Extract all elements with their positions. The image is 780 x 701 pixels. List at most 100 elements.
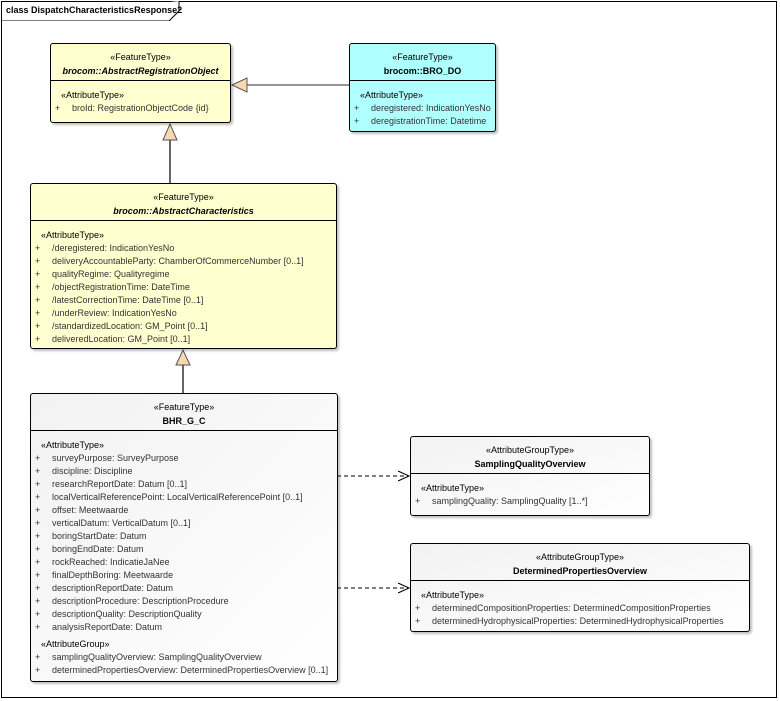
attribute-text: /deregistered: IndicationYesNo xyxy=(52,243,175,253)
visibility-marker: + xyxy=(55,103,61,113)
section-stereotype: «AttributeType» xyxy=(61,90,125,100)
visibility-marker: + xyxy=(35,269,41,279)
attribute-section: «AttributeType» + samplingQuality: Sampl… xyxy=(411,482,649,508)
dependency-bhr-to-sqo[interactable] xyxy=(337,470,411,482)
attribute-text: verticalDatum: VerticalDatum [0..1] xyxy=(52,518,191,528)
class-header: «FeatureType» brocom::AbstractCharacteri… xyxy=(31,184,336,221)
class-abstract-characteristics[interactable]: «FeatureType» brocom::AbstractCharacteri… xyxy=(30,183,337,349)
class-stereotype: «AttributeGroupType» xyxy=(535,552,625,562)
attribute-row[interactable]: + surveyPurpose: SurveyPurpose xyxy=(31,452,337,465)
attribute-row[interactable]: + finalDepthBoring: Meetwaarde xyxy=(31,569,337,582)
visibility-marker: + xyxy=(35,544,41,554)
class-header: «FeatureType» brocom::BRO_DO xyxy=(350,44,495,81)
attribute-row[interactable]: + /objectRegistrationTime: DateTime xyxy=(31,281,336,294)
visibility-marker: + xyxy=(35,583,41,593)
attribute-text: descriptionProcedure: DescriptionProcedu… xyxy=(52,596,229,606)
generalization-bhr-to-ac[interactable] xyxy=(175,348,191,393)
class-body: «AttributeType» + determinedCompositionP… xyxy=(411,581,749,628)
attribute-text: researchReportDate: Datum [0..1] xyxy=(52,479,188,489)
attribute-row[interactable]: + descriptionQuality: DescriptionQuality xyxy=(31,608,337,621)
visibility-marker: + xyxy=(35,505,41,515)
class-header: «AttributeGroupType» DeterminedPropertie… xyxy=(411,544,749,581)
attribute-row[interactable]: + deliveredLocation: GM_Point [0..1] xyxy=(31,333,336,346)
attribute-text: offset: Meetwaarde xyxy=(52,505,129,515)
class-body: «AttributeType» + deregistered: Indicati… xyxy=(350,81,495,128)
attribute-row[interactable]: + broId: RegistrationObjectCode {id} xyxy=(51,102,230,115)
class-determined-properties-overview[interactable]: «AttributeGroupType» DeterminedPropertie… xyxy=(410,543,750,632)
attribute-row[interactable]: + determinedHydrophysicalProperties: Det… xyxy=(411,615,749,628)
visibility-marker: + xyxy=(35,665,41,675)
attribute-row[interactable]: + verticalDatum: VerticalDatum [0..1] xyxy=(31,517,337,530)
class-name: BHR_G_C xyxy=(162,416,206,426)
attribute-text: /underReview: IndicationYesNo xyxy=(52,308,177,318)
visibility-marker: + xyxy=(35,256,41,266)
attribute-row[interactable]: + offset: Meetwaarde xyxy=(31,504,337,517)
class-sampling-quality-overview[interactable]: «AttributeGroupType» SamplingQualityOver… xyxy=(410,436,650,516)
attribute-text: rockReached: IndicatieJaNee xyxy=(52,557,170,567)
attribute-row[interactable]: + deregistered: IndicationYesNo xyxy=(350,102,495,115)
class-name: brocom::AbstractCharacteristics xyxy=(113,206,254,216)
attribute-row[interactable]: + /underReview: IndicationYesNo xyxy=(31,307,336,320)
visibility-marker: + xyxy=(35,466,41,476)
visibility-marker: + xyxy=(35,518,41,528)
class-body: «AttributeType» + samplingQuality: Sampl… xyxy=(411,474,649,508)
class-stereotype: «AttributeGroupType» xyxy=(485,445,575,455)
class-abstract-registration-object[interactable]: «FeatureType» brocom::AbstractRegistrati… xyxy=(50,43,231,123)
attribute-text: boringStartDate: Datum xyxy=(52,531,147,541)
attribute-text: deliveryAccountableParty: ChamberOfComme… xyxy=(52,256,304,266)
class-body: «AttributeType» + surveyPurpose: SurveyP… xyxy=(31,431,337,677)
section-stereotype: «AttributeType» xyxy=(41,230,105,240)
section-stereotype: «AttributeType» xyxy=(41,440,105,450)
attribute-row[interactable]: + localVerticalReferencePoint: LocalVert… xyxy=(31,491,337,504)
attribute-text: broId: RegistrationObjectCode {id} xyxy=(72,103,209,113)
class-bro-do[interactable]: «FeatureType» brocom::BRO_DO «AttributeT… xyxy=(349,43,496,132)
attribute-section: «AttributeType» + determinedCompositionP… xyxy=(411,589,749,628)
visibility-marker: + xyxy=(354,103,360,113)
visibility-marker: + xyxy=(35,557,41,567)
class-stereotype: «FeatureType» xyxy=(153,402,215,412)
section-stereotype: «AttributeType» xyxy=(360,90,424,100)
visibility-marker: + xyxy=(35,652,41,662)
visibility-marker: + xyxy=(35,479,41,489)
attribute-row[interactable]: + researchReportDate: Datum [0..1] xyxy=(31,478,337,491)
attribute-text: determinedPropertiesOverview: Determined… xyxy=(52,665,329,675)
visibility-marker: + xyxy=(35,570,41,580)
class-stereotype: «FeatureType» xyxy=(110,52,171,62)
attribute-row[interactable]: + qualityRegime: Qualityregime xyxy=(31,268,336,281)
attribute-row[interactable]: + boringStartDate: Datum xyxy=(31,530,337,543)
attribute-row[interactable]: + deregistrationTime: Datetime xyxy=(350,115,495,128)
visibility-marker: + xyxy=(35,622,41,632)
attribute-row[interactable]: + determinedCompositionProperties: Deter… xyxy=(411,602,749,615)
attribute-section: «AttributeType» + deregistered: Indicati… xyxy=(350,89,495,128)
attribute-row[interactable]: + analysisReportDate: Datum xyxy=(31,621,337,634)
attribute-row[interactable]: + determinedPropertiesOverview: Determin… xyxy=(31,664,337,677)
attribute-row[interactable]: + samplingQualityOverview: SamplingQuali… xyxy=(31,651,337,664)
attribute-row[interactable]: + deliveryAccountableParty: ChamberOfCom… xyxy=(31,255,336,268)
visibility-marker: + xyxy=(35,609,41,619)
attribute-row[interactable]: + descriptionReportDate: Datum xyxy=(31,582,337,595)
attribute-text: finalDepthBoring: Meetwaarde xyxy=(52,570,174,580)
attribute-section: «AttributeType» + /deregistered: Indicat… xyxy=(31,229,336,346)
class-header: «FeatureType» BHR_G_C xyxy=(31,394,337,431)
class-bhr-g-c[interactable]: «FeatureType» BHR_G_C «AttributeType» + … xyxy=(30,393,338,682)
dependency-bhr-to-dpo[interactable] xyxy=(337,582,411,594)
generalization-bro-do-to-aro[interactable] xyxy=(230,77,349,93)
visibility-marker: + xyxy=(35,596,41,606)
attribute-text: discipline: Discipline xyxy=(52,466,133,476)
attribute-section: «AttributeType» + surveyPurpose: SurveyP… xyxy=(31,439,337,634)
attribute-row[interactable]: + descriptionProcedure: DescriptionProce… xyxy=(31,595,337,608)
attribute-text: /latestCorrectionTime: DateTime [0..1] xyxy=(52,295,204,305)
attribute-row[interactable]: + discipline: Discipline xyxy=(31,465,337,478)
attribute-row[interactable]: + rockReached: IndicatieJaNee xyxy=(31,556,337,569)
visibility-marker: + xyxy=(35,453,41,463)
attribute-row[interactable]: + /deregistered: IndicationYesNo xyxy=(31,242,336,255)
attribute-row[interactable]: + boringEndDate: Datum xyxy=(31,543,337,556)
visibility-marker: + xyxy=(415,603,421,613)
attribute-row[interactable]: + /standardizedLocation: GM_Point [0..1] xyxy=(31,320,336,333)
section-stereotype: «AttributeGroup» xyxy=(41,639,110,649)
attribute-row[interactable]: + samplingQuality: SamplingQuality [1..*… xyxy=(411,495,649,508)
generalization-ac-to-aro[interactable] xyxy=(162,122,178,183)
attribute-row[interactable]: + /latestCorrectionTime: DateTime [0..1] xyxy=(31,294,336,307)
attribute-text: deliveredLocation: GM_Point [0..1] xyxy=(52,334,191,344)
